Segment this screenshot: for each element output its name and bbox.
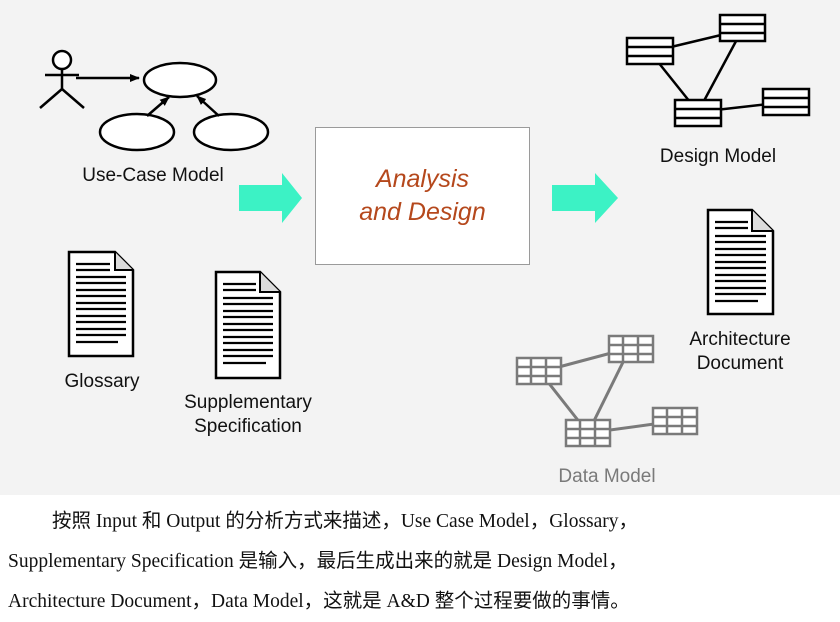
analysis-design-box: Analysis and Design <box>315 127 530 265</box>
use-case-model-label: Use-Case Model <box>82 165 224 186</box>
use-case-ellipse-top <box>142 61 218 99</box>
data-model-icon <box>515 334 699 448</box>
actor-icon <box>39 49 85 109</box>
analysis-design-figure: Use-Case Model Glossary Supplementary Sp… <box>0 0 840 495</box>
caption-line-3: Architecture Document，Data Model，这就是 A&D… <box>8 591 630 612</box>
design-model-label: Design Model <box>659 146 777 167</box>
supplementary-document-icon <box>214 270 282 380</box>
figure-graphics <box>39 13 811 448</box>
design-model-icon <box>625 13 811 128</box>
caption-line-1: 按照 Input 和 Output 的分析方式来描述，Use Case Mode… <box>8 502 832 542</box>
caption-line-1-text: 按照 Input 和 Output 的分析方式来描述，Use Case Mode… <box>52 511 639 532</box>
supplementary-label-line1: Supplementary <box>184 392 312 413</box>
caption-line-2: Supplementary Specification 是输入，最后生成出来的就… <box>8 551 628 572</box>
center-title-line2: and Design <box>359 198 486 226</box>
output-arrow-icon <box>552 173 618 223</box>
glossary-label: Glossary <box>64 371 140 392</box>
center-title-line1: Analysis <box>375 165 470 193</box>
architecture-label-line1: Architecture <box>689 329 791 350</box>
use-case-ellipse-right <box>192 112 270 152</box>
use-case-model-icon <box>39 49 270 152</box>
include-arrow-left <box>146 96 170 117</box>
glossary-document-icon <box>67 250 135 358</box>
data-model-label: Data Model <box>558 466 656 487</box>
include-arrow-right <box>196 95 220 117</box>
use-case-ellipse-left <box>98 112 176 152</box>
input-arrow-icon <box>239 173 302 223</box>
architecture-document-icon <box>706 208 775 316</box>
caption-paragraph: 按照 Input 和 Output 的分析方式来描述，Use Case Mode… <box>8 502 832 622</box>
architecture-label-line2: Document <box>696 353 784 374</box>
supplementary-label-line2: Specification <box>194 416 302 437</box>
